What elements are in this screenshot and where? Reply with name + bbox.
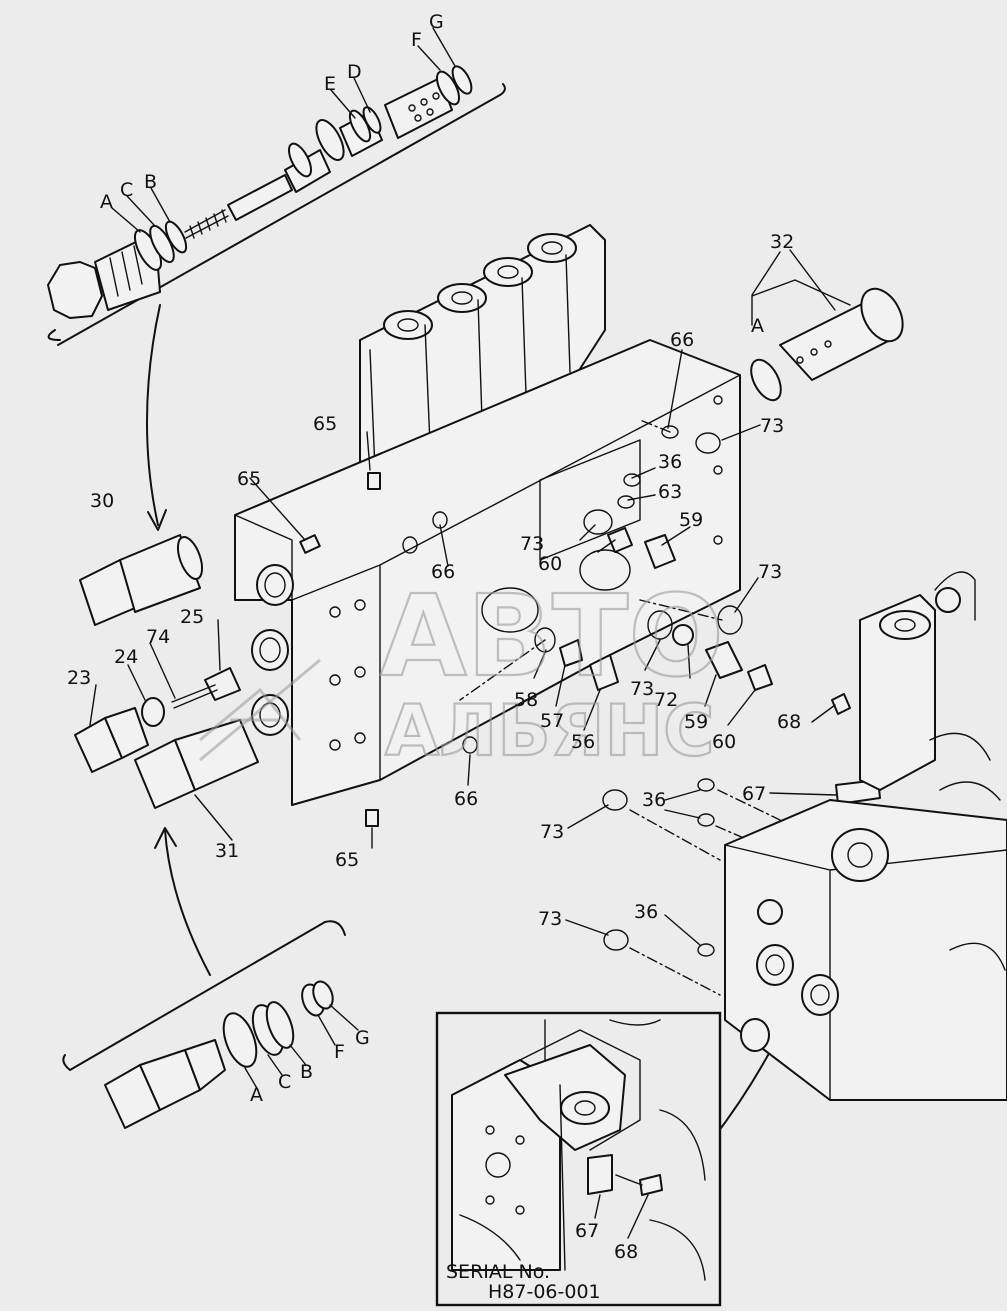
spring-74 [171, 684, 218, 709]
label-30: 30 [90, 490, 114, 512]
right-tower [859, 594, 936, 791]
top-relief-valve-exploded [47, 27, 506, 346]
top-detail-bracket [57, 94, 501, 346]
label-c-bottom: C [278, 1071, 291, 1093]
label-63: 63 [658, 481, 682, 503]
label-36-a: 36 [658, 451, 682, 473]
solenoid-32 [750, 279, 904, 402]
ring-g-top [451, 65, 473, 95]
label-65-a: 65 [313, 413, 337, 435]
label-59-b: 59 [684, 711, 708, 733]
label-25: 25 [180, 606, 204, 628]
arrow-top-to-30 [145, 304, 161, 526]
label-73-f: 73 [538, 908, 562, 930]
ring-b-top [164, 220, 188, 254]
plate-67-b [587, 1154, 613, 1195]
label-24: 24 [114, 646, 138, 668]
set-screw-65-top [367, 472, 381, 490]
label-60-b: 60 [712, 731, 736, 753]
ring-g-bottom [312, 980, 334, 1010]
poppet-56 [589, 654, 619, 691]
label-59-a: 59 [679, 509, 703, 531]
ring-d-top [362, 106, 382, 134]
watermark: АВТО АЛЬЯНС [199, 571, 725, 773]
label-66-b: 66 [431, 561, 455, 583]
label-73-a: 73 [760, 415, 784, 437]
oring-a-right [750, 358, 782, 402]
top-poppet [227, 174, 293, 221]
arrow-bottom-to-31 [164, 829, 211, 976]
label-f-bottom: F [334, 1041, 345, 1063]
label-g-top: G [429, 11, 444, 33]
label-g-bottom: G [355, 1027, 370, 1049]
watermark-line1: АВТО [380, 572, 724, 702]
label-72: 72 [654, 689, 678, 711]
label-65-b: 65 [237, 468, 261, 490]
label-a-top: A [100, 191, 113, 213]
spring-60-a [607, 527, 633, 553]
callout-labels: A C B E D F G 32 A 66 73 65 65 36 63 30 … [67, 11, 801, 1263]
label-67-a: 67 [742, 783, 766, 805]
top-plug-hex [47, 261, 103, 319]
label-56: 56 [571, 731, 595, 753]
label-36-b: 36 [642, 789, 666, 811]
label-74: 74 [146, 626, 170, 648]
ring-f-top [435, 70, 461, 106]
sleeve-25 [204, 667, 241, 701]
label-b-top: B [144, 171, 157, 193]
label-68-b: 68 [614, 1241, 638, 1263]
main-valve-block [234, 224, 741, 827]
bottom-relief-valve-exploded [62, 920, 359, 1129]
label-60-a: 60 [538, 553, 562, 575]
label-73-d: 73 [630, 678, 654, 700]
label-58: 58 [514, 689, 538, 711]
label-66-c: 66 [454, 788, 478, 810]
label-67-b: 67 [575, 1220, 599, 1242]
small-parts [74, 249, 881, 996]
ring-b-bottom [265, 1001, 295, 1049]
set-screw-65-left [299, 534, 321, 554]
label-b-bottom: B [300, 1061, 313, 1083]
label-23: 23 [67, 667, 91, 689]
plug-59-b [705, 641, 743, 679]
label-73-e: 73 [540, 821, 564, 843]
label-c-top: C [120, 179, 133, 201]
watermark-logo-icon [199, 687, 302, 742]
spring-57 [559, 639, 583, 667]
right-block-body [724, 799, 1007, 1101]
spring-60-b [747, 664, 773, 691]
serial-number: H87-06-001 [488, 1281, 601, 1303]
label-73-b: 73 [520, 533, 544, 555]
plug-72 [672, 624, 694, 646]
label-66-a: 66 [670, 329, 694, 351]
right-lower-block [724, 571, 1007, 1101]
label-57: 57 [540, 710, 564, 732]
label-a-bottom: A [250, 1084, 263, 1106]
set-screw-65-bottom [365, 809, 379, 827]
label-a-right: A [751, 315, 764, 337]
label-e-top: E [324, 73, 336, 95]
oring-24 [141, 697, 165, 727]
serial-label: SERIAL No. [446, 1261, 550, 1283]
label-d-top: D [347, 61, 362, 83]
screw-68-a [831, 693, 851, 715]
label-32: 32 [770, 231, 794, 253]
bottom-detail-bracket [69, 921, 326, 1071]
label-73-c: 73 [758, 561, 782, 583]
top-spring [184, 209, 229, 239]
inset-serial-box [435, 1011, 722, 1307]
watermark-line2: АЛЬЯНС [385, 690, 715, 772]
label-68-a: 68 [777, 711, 801, 733]
label-f-top: F [411, 29, 422, 51]
plug-59-a [644, 534, 676, 569]
label-65-c: 65 [335, 849, 359, 871]
label-36-c: 36 [634, 901, 658, 923]
label-31: 31 [215, 840, 239, 862]
screw-68-b [639, 1174, 663, 1196]
ring-a-bottom [222, 1012, 258, 1068]
